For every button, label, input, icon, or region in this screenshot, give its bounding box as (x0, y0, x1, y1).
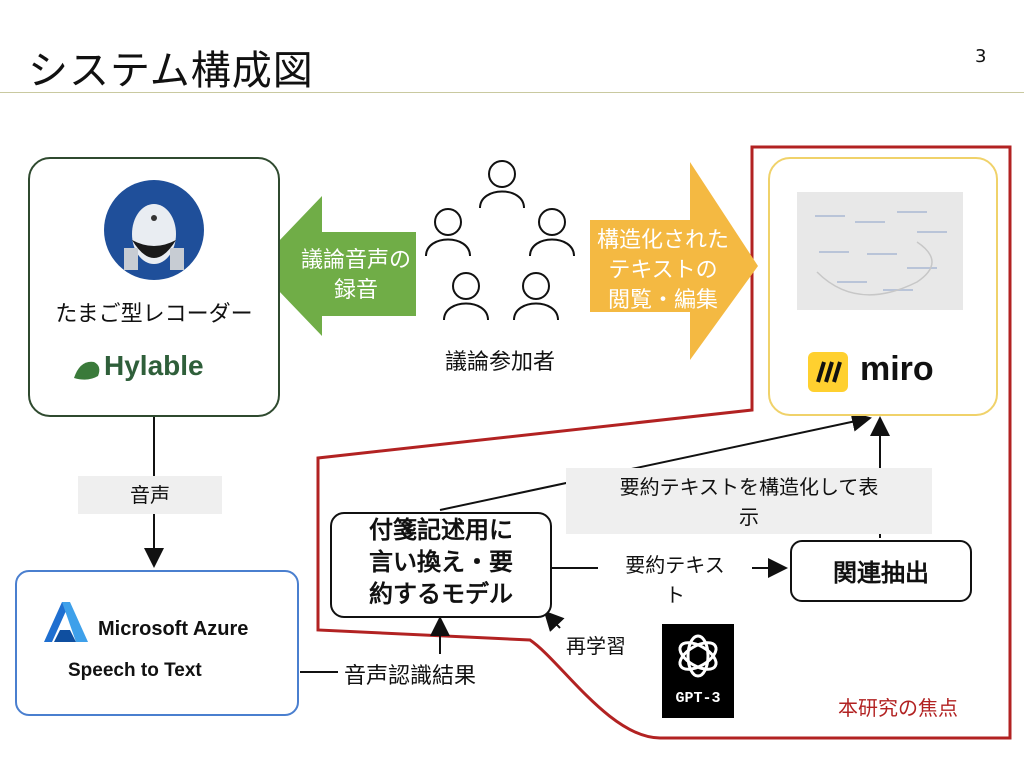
person-icon (513, 272, 559, 321)
research-focus-label: 本研究の焦点 (838, 696, 958, 720)
gpt3-logo: GPT-3 (662, 624, 734, 718)
azure-logo-icon (44, 602, 88, 642)
gpt-to-model-line (543, 610, 565, 632)
green-arrow-shape (255, 196, 416, 336)
green-arrow-label: 議論音声の 録音 (298, 246, 414, 306)
miro-logo-icon (808, 352, 848, 392)
azure-line1: Microsoft Azure (98, 618, 249, 640)
focus-region-outline (316, 145, 1012, 740)
person-icon (443, 272, 489, 321)
azure-line2: Speech to Text (68, 660, 202, 681)
miro-board-thumbnail (797, 192, 963, 310)
relation-extraction-label: 関連抽出 (833, 559, 929, 587)
page-number: 3 (975, 46, 987, 67)
recognition-result-label: 音声認識結果 (344, 658, 477, 690)
summary-text-label: 要約テキス ト (600, 550, 750, 610)
model-line1: 付箋記述用に (369, 516, 513, 544)
green-arrow-line1: 議論音声の (300, 248, 411, 273)
hylable-logo-text: Hylable (104, 350, 204, 381)
miro-logo-text: miro (860, 350, 934, 388)
azure-box (15, 570, 299, 716)
gpt3-label: GPT-3 (675, 690, 721, 707)
structured-display-line2: 示 (739, 505, 759, 529)
model-to-miro-line (439, 411, 872, 511)
summary-text-line1: 要約テキス (625, 553, 725, 577)
model-line3: 約するモデル (369, 580, 513, 608)
relation-extraction-box (790, 540, 972, 602)
egg-robot-icon (104, 180, 204, 280)
retrain-label: 再学習 (566, 634, 626, 658)
audio-label: 音声 (78, 476, 222, 514)
person-icon (529, 208, 575, 257)
openai-icon (678, 634, 718, 678)
green-arrow-line2: 録音 (333, 278, 378, 303)
yellow-arrow-line1: 構造化された (596, 228, 729, 253)
model-label: 付箋記述用に 言い換え・要 約するモデル (330, 514, 552, 610)
paraphrase-model-box (330, 512, 552, 618)
hylable-logo: Hylable (72, 346, 242, 390)
yellow-arrow-line2: テキストの (608, 258, 718, 283)
person-icon (479, 160, 525, 209)
yellow-arrow-line3: 閲覧・編集 (607, 288, 718, 313)
structured-display-label: 要約テキストを構造化して表 示 (566, 468, 932, 534)
participant-icons (425, 160, 575, 321)
yellow-arrow-shape (590, 162, 758, 360)
model-line2: 言い換え・要 (369, 548, 513, 576)
yellow-arrow-label: 構造化された テキストの 閲覧・編集 (590, 226, 736, 316)
page-title: システム構成図 (28, 48, 314, 94)
frog-icon (74, 361, 100, 380)
summary-text-line2: ト (665, 583, 685, 607)
participants-label: 議論参加者 (444, 350, 555, 375)
structured-display-line1: 要約テキストを構造化して表 (619, 475, 879, 499)
recorder-caption: たまご型レコーダー (55, 302, 253, 327)
title-rule (0, 92, 1024, 93)
person-icon (425, 208, 471, 257)
